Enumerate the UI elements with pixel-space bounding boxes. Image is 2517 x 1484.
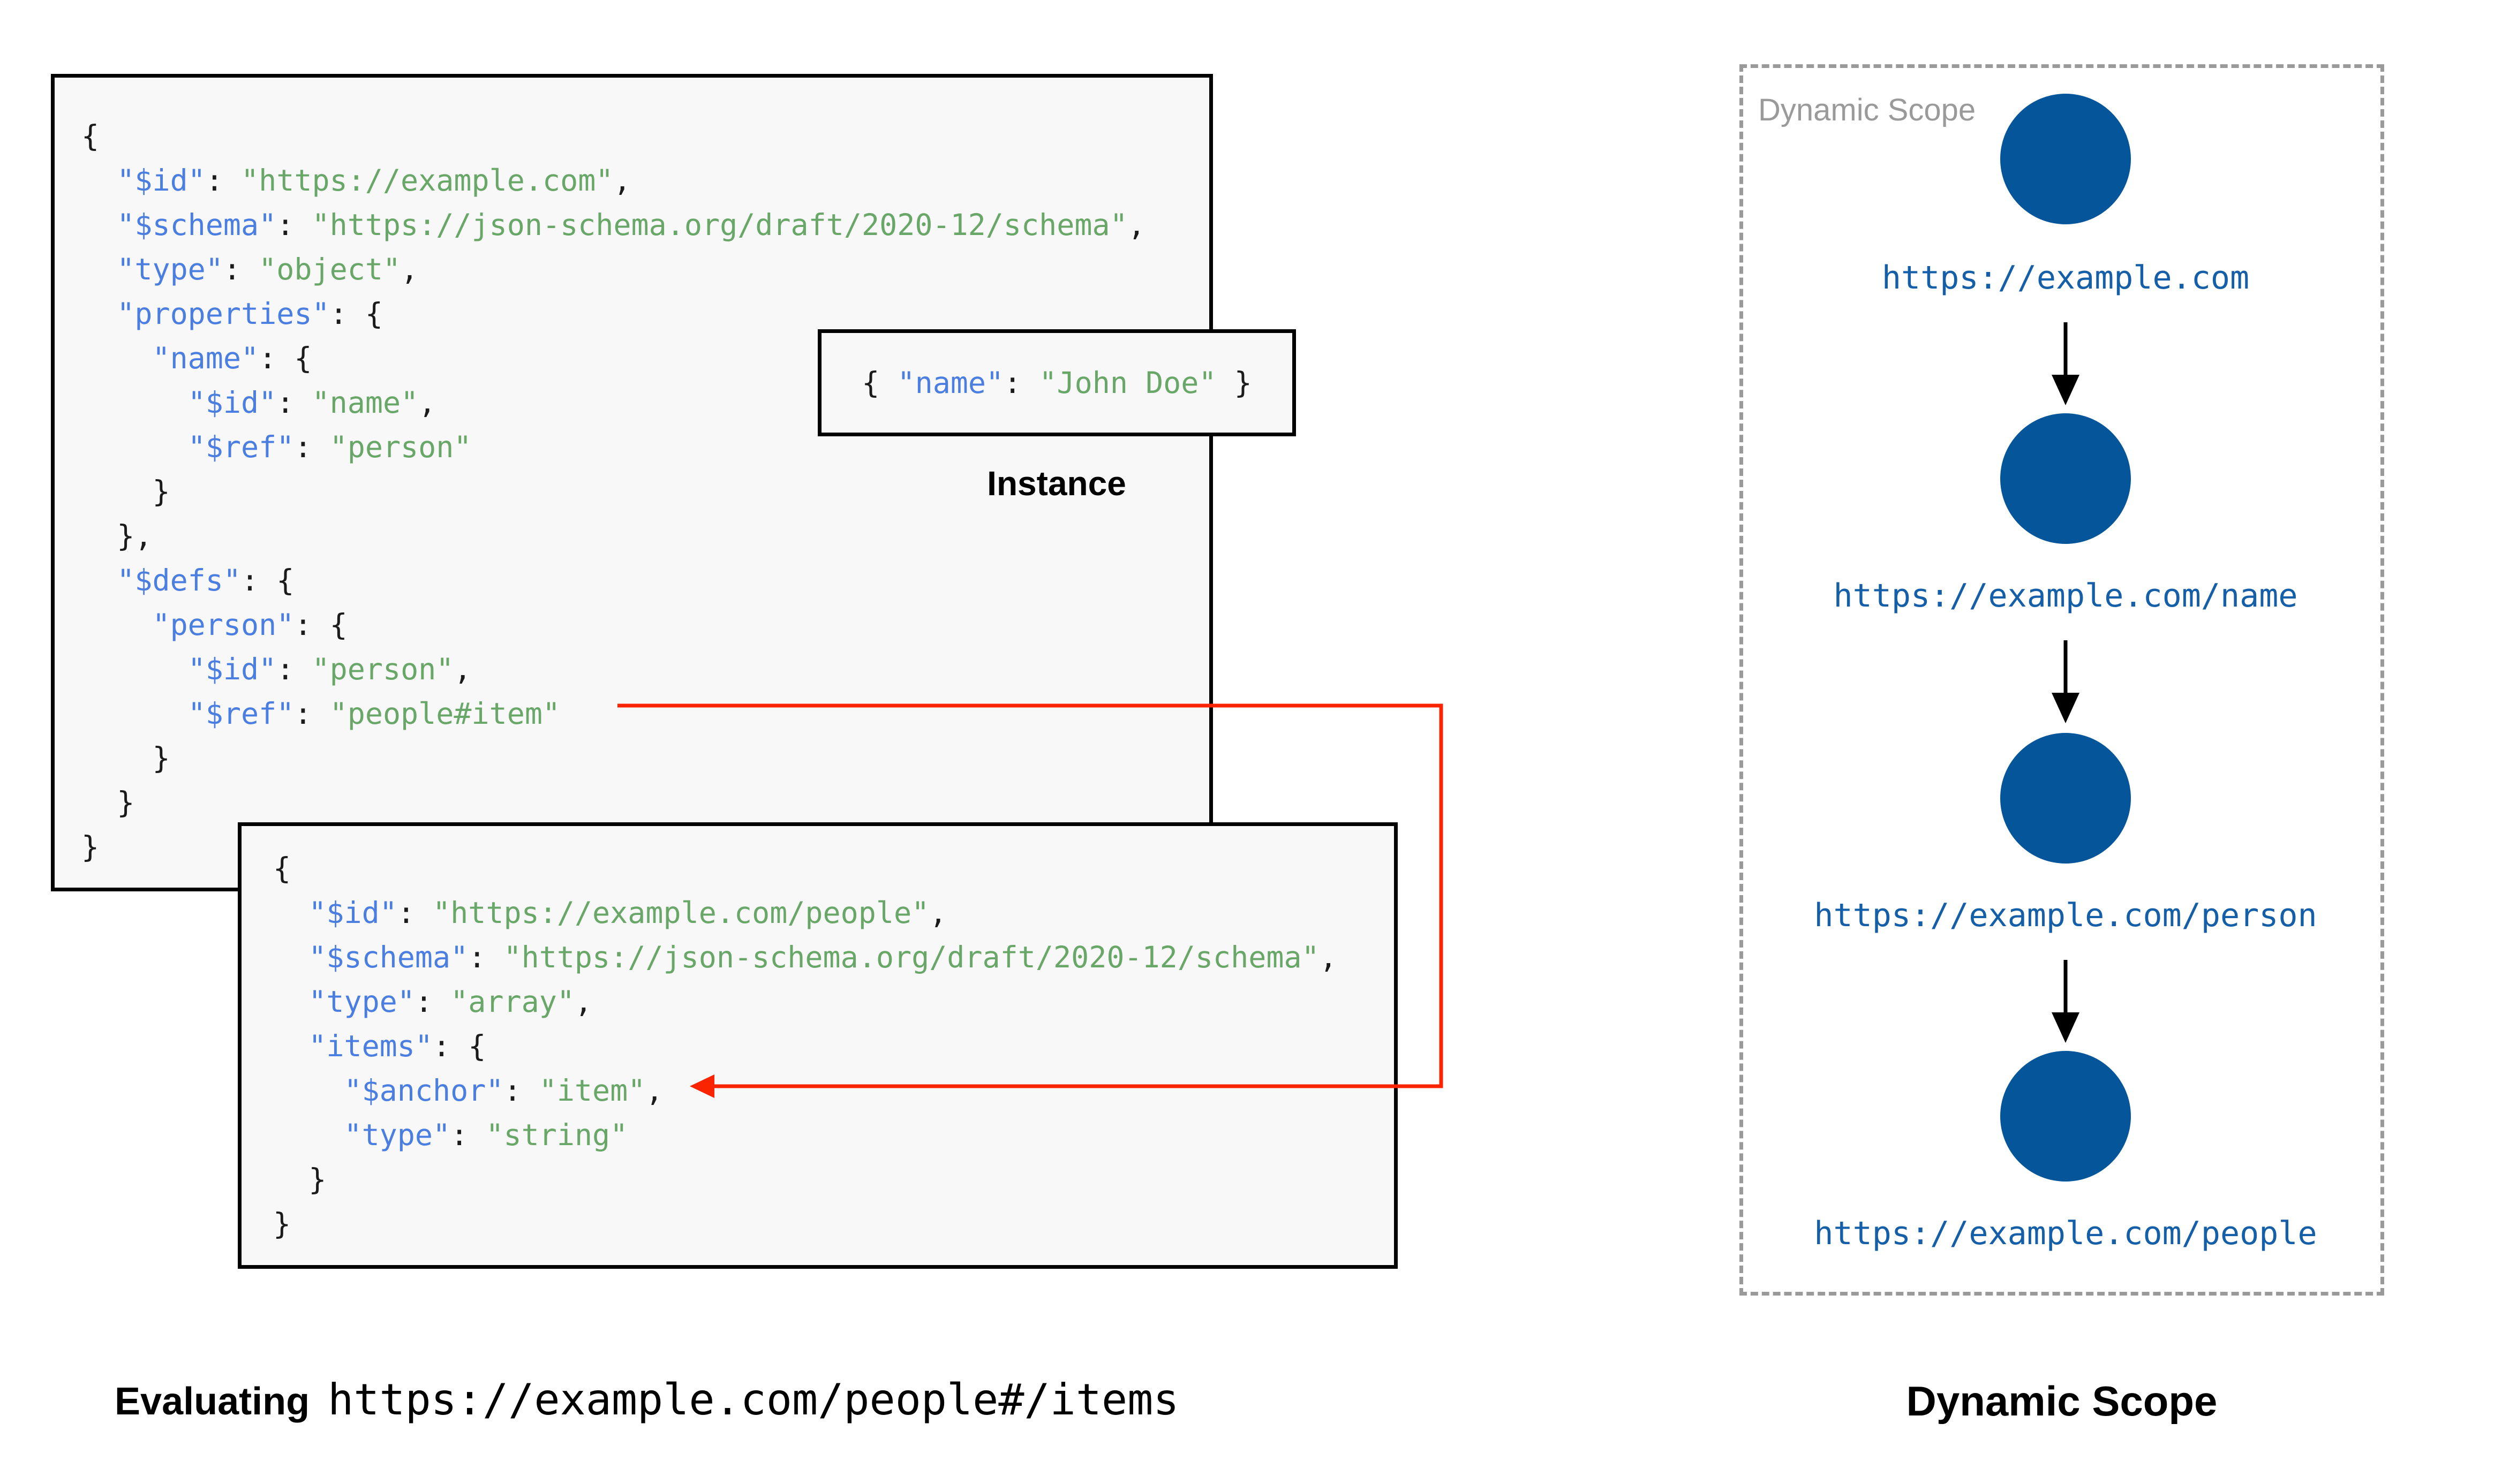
evaluating-caption-uri: https://example.com/people#/items: [328, 1375, 1179, 1425]
code-line: }: [81, 741, 170, 775]
dynamic-scope-panel: [1739, 64, 2384, 1296]
code-line: }: [273, 1207, 291, 1241]
code-line: "properties": {: [117, 297, 383, 331]
instance-code-box: { "name": "John Doe" }: [818, 329, 1296, 436]
code-line: "$schema": "https://json-schema.org/draf…: [117, 208, 1146, 242]
scope-node-url: https://example.com/name: [1833, 577, 2298, 615]
scope-node-url: https://example.com/person: [1814, 897, 2317, 934]
code-line: "$id": "name",: [187, 385, 436, 420]
scope-node-url: https://example.com: [1881, 259, 2250, 297]
code-line: },: [81, 519, 153, 553]
code-line: }: [81, 474, 170, 509]
code-line: "items": {: [308, 1029, 486, 1063]
code-line: { "name": "John Doe" }: [862, 365, 1252, 400]
code-line: "$defs": {: [117, 563, 295, 597]
code-line: }: [273, 1162, 327, 1197]
code-line: "type": "object",: [117, 252, 419, 286]
code-line: "type": "array",: [308, 985, 593, 1019]
code-line: {: [273, 851, 291, 885]
people-schema-code-box: { "$id": "https://example.com/people", "…: [238, 822, 1398, 1269]
instance-caption: Instance: [987, 464, 1126, 503]
code-line: "$id": "https://example.com/people",: [308, 896, 947, 930]
code-line: }: [81, 830, 100, 864]
evaluating-caption: Evaluating https://example.com/people#/it…: [115, 1375, 1179, 1425]
code-line: "type": "string": [344, 1118, 628, 1152]
dynamic-scope-caption: Dynamic Scope: [1906, 1377, 2218, 1425]
code-line: }: [81, 785, 135, 820]
code-line: "$schema": "https://json-schema.org/draf…: [308, 940, 1337, 974]
code-line: "person": {: [152, 608, 348, 642]
code-line: "$anchor": "item",: [344, 1073, 664, 1108]
code-line: "$ref": "person": [187, 430, 472, 464]
scope-node-url: https://example.com/people: [1814, 1215, 2317, 1252]
code-line: "$ref": "people#item": [187, 696, 561, 731]
code-line: "$id": "https://example.com",: [117, 163, 631, 198]
code-line: "$id": "person",: [187, 652, 472, 686]
code-line: "name": {: [152, 341, 312, 375]
code-line: {: [81, 119, 100, 153]
dynamic-scope-watermark: Dynamic Scope: [1758, 93, 1976, 127]
evaluating-caption-prefix: Evaluating: [115, 1380, 310, 1423]
